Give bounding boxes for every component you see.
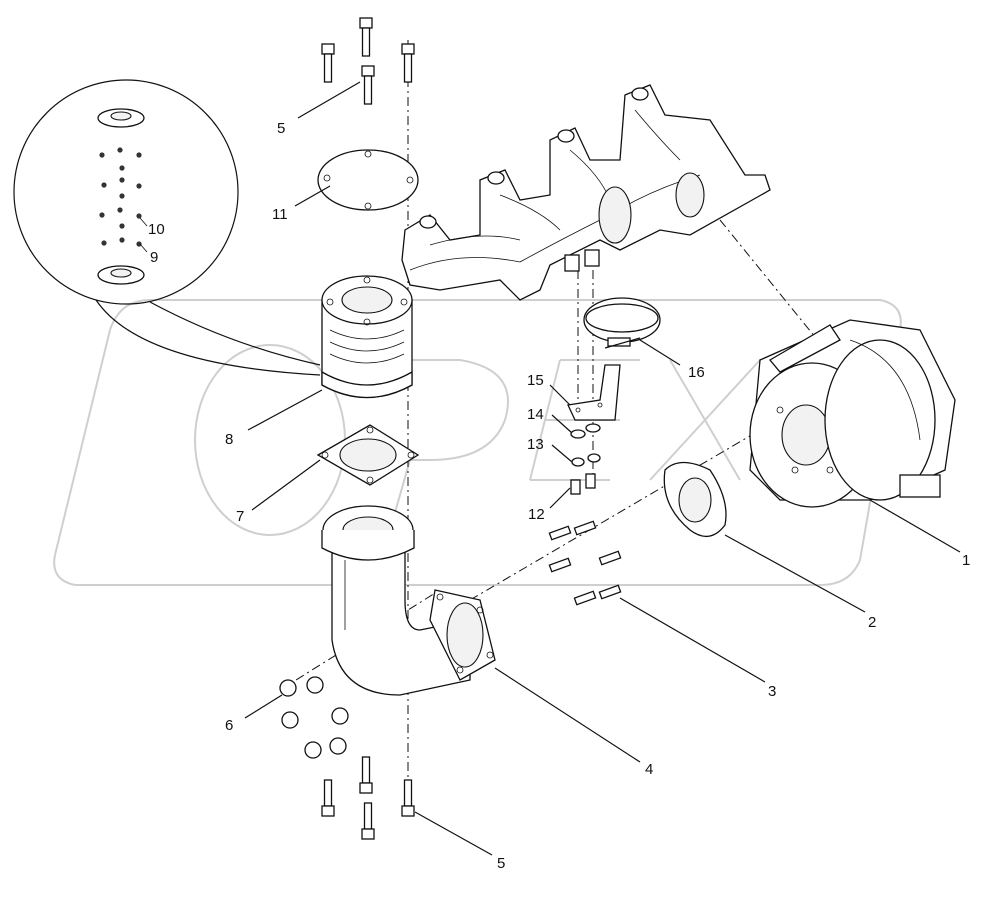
callout-15: 15 bbox=[527, 372, 544, 389]
elbow-pipe bbox=[321, 505, 496, 696]
callout-11: 11 bbox=[272, 206, 288, 223]
cover-plate bbox=[317, 149, 419, 211]
callout-labels: 1 2 3 4 5 5 6 7 8 9 10 11 12 13 14 15 16 bbox=[148, 120, 970, 872]
callout-9: 9 bbox=[150, 249, 158, 266]
callout-12: 12 bbox=[528, 506, 545, 523]
callout-4: 4 bbox=[645, 761, 653, 778]
turbocharger bbox=[749, 319, 956, 508]
top-bolts bbox=[321, 17, 415, 105]
turbine-gasket bbox=[663, 461, 727, 537]
washers-nuts-bolts bbox=[570, 423, 601, 495]
callout-14: 14 bbox=[527, 406, 544, 423]
callout-16: 16 bbox=[688, 364, 705, 381]
callout-1: 1 bbox=[962, 552, 970, 569]
callout-10: 10 bbox=[148, 221, 165, 238]
callout-5-top: 5 bbox=[277, 120, 285, 137]
detail-magnifier bbox=[13, 79, 321, 376]
exhaust-manifold bbox=[401, 84, 771, 301]
callout-3: 3 bbox=[768, 683, 776, 700]
leader-lines bbox=[244, 81, 961, 856]
callout-13: 13 bbox=[527, 436, 544, 453]
bottom-bolts bbox=[321, 756, 415, 840]
callout-6: 6 bbox=[225, 717, 233, 734]
clamp-band bbox=[583, 297, 661, 349]
callout-5-bottom: 5 bbox=[497, 855, 505, 872]
support-bracket bbox=[567, 364, 621, 421]
flange-gasket bbox=[316, 424, 420, 486]
callout-2: 2 bbox=[868, 614, 876, 631]
callout-8: 8 bbox=[225, 431, 233, 448]
callout-7: 7 bbox=[236, 508, 244, 525]
hex-nuts bbox=[279, 676, 349, 759]
studs bbox=[548, 520, 622, 606]
bellows-compensator bbox=[321, 275, 413, 399]
